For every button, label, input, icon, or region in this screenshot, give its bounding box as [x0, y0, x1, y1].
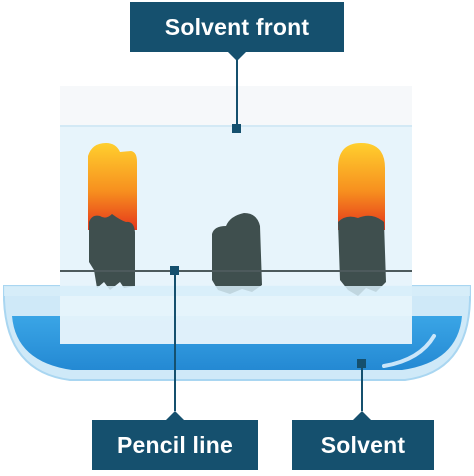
spot-left [89, 214, 135, 290]
dish-rim [4, 286, 470, 296]
square-marker-solvent-front [232, 124, 241, 133]
callout-pointer-pencil-line [166, 411, 184, 420]
callout-solvent: Solvent [292, 420, 434, 470]
callout-pencil-line-text: Pencil line [117, 431, 233, 458]
callout-solvent-text: Solvent [320, 431, 406, 458]
square-marker-pencil-line [170, 266, 179, 275]
dye-streak-left [88, 143, 137, 230]
callout-pointer-solvent-front [228, 52, 246, 61]
spot-right [338, 215, 386, 296]
dish-highlight [382, 334, 436, 368]
dye-streak-right [338, 143, 385, 230]
callout-pencil-line: Pencil line [92, 420, 258, 470]
spot-middle [212, 213, 262, 294]
callout-solvent-front-text: Solvent front [164, 13, 310, 40]
callout-solvent-front: Solvent front [130, 2, 344, 52]
callout-pointer-solvent [353, 411, 371, 420]
square-marker-solvent [357, 359, 366, 368]
